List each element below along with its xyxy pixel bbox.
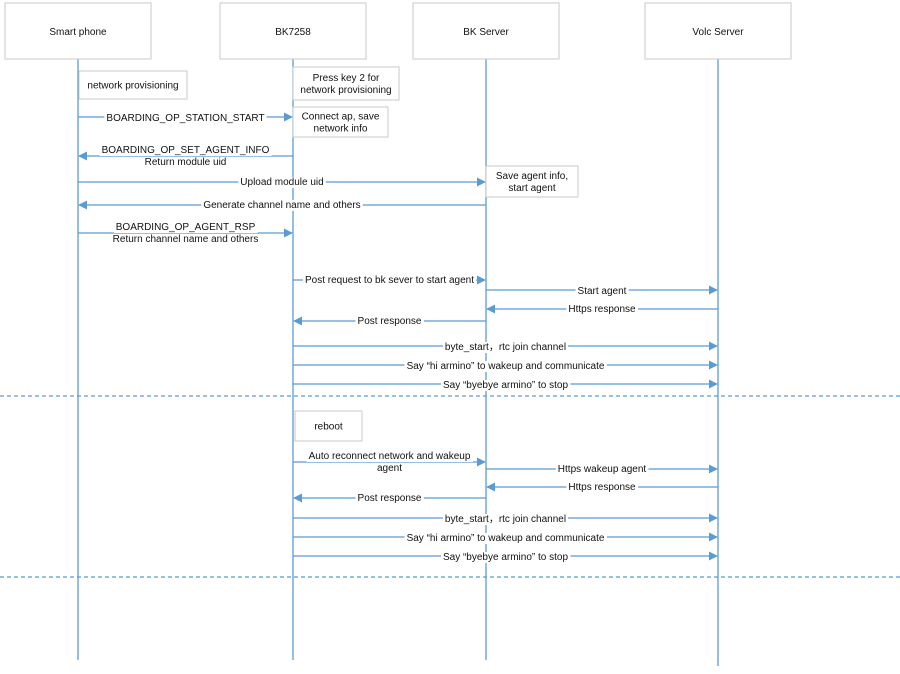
message-label: Post request to bk sever to start agent xyxy=(305,275,474,286)
message-label-bg xyxy=(442,514,569,525)
message-label: Https wakeup agent xyxy=(558,464,647,475)
message-label-bg xyxy=(404,533,607,544)
separators xyxy=(0,395,900,578)
message-label-bg xyxy=(555,464,649,475)
lifelines: Smart phone BK7258 BK Server Volc Server xyxy=(4,2,792,666)
note-text: reboot xyxy=(314,422,343,433)
message-label: Https response xyxy=(568,482,636,493)
participant-label-phone: Smart phone xyxy=(49,27,107,38)
message-label: agent xyxy=(377,463,402,474)
participant-box-bk xyxy=(219,2,367,60)
participant-label-volc: Volc Server xyxy=(692,27,744,38)
message-label-bg xyxy=(440,552,571,563)
note-box xyxy=(292,66,400,101)
message-label-bg xyxy=(104,113,267,124)
note-text: network provisioning xyxy=(300,85,391,96)
message-label-bg xyxy=(201,200,363,211)
participant-box-volc xyxy=(644,2,792,60)
messages: BOARDING_OP_STATION_START BOARDING_OP_SET… xyxy=(78,112,718,563)
note-box xyxy=(485,165,579,198)
message-label-bg xyxy=(306,451,473,462)
message-label-bg xyxy=(113,222,258,233)
message-label: Say “hi armino” to wakeup and communicat… xyxy=(407,361,605,372)
message-label-bg xyxy=(442,342,569,353)
note-text: start agent xyxy=(508,183,555,194)
message-label: Auto reconnect network and wakeup xyxy=(309,451,471,462)
message-label-bg xyxy=(566,482,639,493)
message-label: Post response xyxy=(358,316,422,327)
participant-box-phone xyxy=(4,2,152,60)
participant-label-bk: BK7258 xyxy=(275,27,311,38)
message-label-bg xyxy=(110,234,261,245)
message-label: Https response xyxy=(568,304,636,315)
message-label-bg xyxy=(440,380,571,391)
message-label: Return module uid xyxy=(145,157,227,168)
participant-box-server xyxy=(412,2,560,60)
message-label-bg xyxy=(566,304,639,315)
note-box xyxy=(78,70,188,100)
note-box xyxy=(292,106,389,138)
message-label: byte_start，rtc join channel xyxy=(445,342,566,353)
message-label-bg xyxy=(142,157,229,168)
message-label-bg xyxy=(355,316,424,327)
message-label-bg xyxy=(404,361,607,372)
message-label-bg xyxy=(238,177,326,188)
note-text: Press key 2 for xyxy=(313,73,380,84)
message-label: Say “hi armino” to wakeup and communicat… xyxy=(407,533,605,544)
message-label: BOARDING_OP_STATION_START xyxy=(106,113,264,124)
message-label: Generate channel name and others xyxy=(203,200,360,211)
note-text: Connect ap, save xyxy=(302,112,380,123)
message-label: Start agent xyxy=(578,286,627,297)
message-label: Say “byebye armino” to stop xyxy=(443,552,568,563)
message-label: byte_start，rtc join channel xyxy=(445,514,566,525)
message-label: BOARDING_OP_SET_AGENT_INFO xyxy=(102,145,270,156)
note-text: Save agent info, xyxy=(496,171,568,182)
note-text: network provisioning xyxy=(87,81,178,92)
message-label: Upload module uid xyxy=(240,177,323,188)
participant-label-server: BK Server xyxy=(463,27,509,38)
message-label-bg xyxy=(355,493,424,504)
message-label: Return channel name and others xyxy=(113,234,259,245)
message-label-bg xyxy=(303,275,477,286)
message-label-bg xyxy=(575,286,629,297)
message-label: Post response xyxy=(358,493,422,504)
message-label-bg xyxy=(99,145,272,156)
message-label: BOARDING_OP_AGENT_RSP xyxy=(116,222,256,233)
note-text: network info xyxy=(314,124,368,135)
message-label: Say “byebye armino” to stop xyxy=(443,380,568,391)
note-box xyxy=(294,410,363,442)
message-label-bg xyxy=(374,463,405,474)
